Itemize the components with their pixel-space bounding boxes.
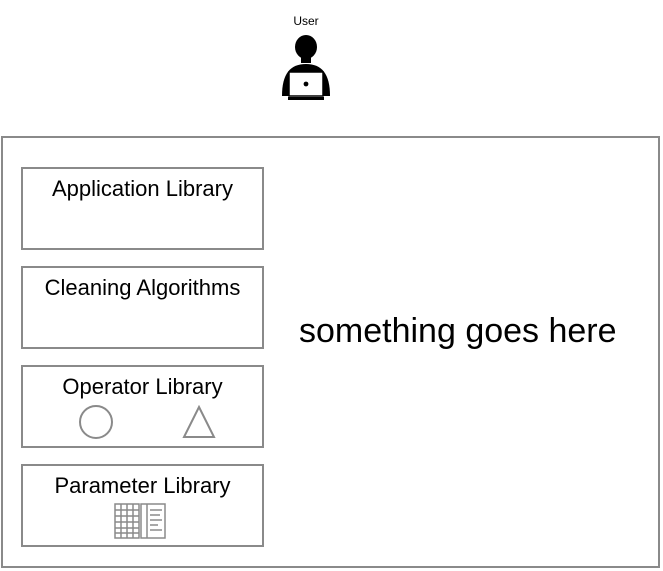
parameter-library-box: Parameter Library [21,464,264,547]
operator-library-box: Operator Library [21,365,264,448]
parameter-library-title: Parameter Library [54,473,231,498]
cleaning-algorithms-box: Cleaning Algorithms [21,266,264,349]
circle-icon [79,405,113,439]
application-library-box: Application Library [21,167,264,250]
application-library-title: Application Library [52,176,233,201]
user-actor: User [270,12,342,107]
cleaning-algorithms-title: Cleaning Algorithms [44,275,241,300]
system-boundary [1,136,660,568]
user-label: User [293,14,319,28]
operator-library-title: Operator Library [62,374,223,399]
triangle-icon [182,405,216,438]
main-placeholder-text: something goes here [299,312,617,350]
table-icon [114,503,166,539]
user-laptop-icon [282,35,330,100]
